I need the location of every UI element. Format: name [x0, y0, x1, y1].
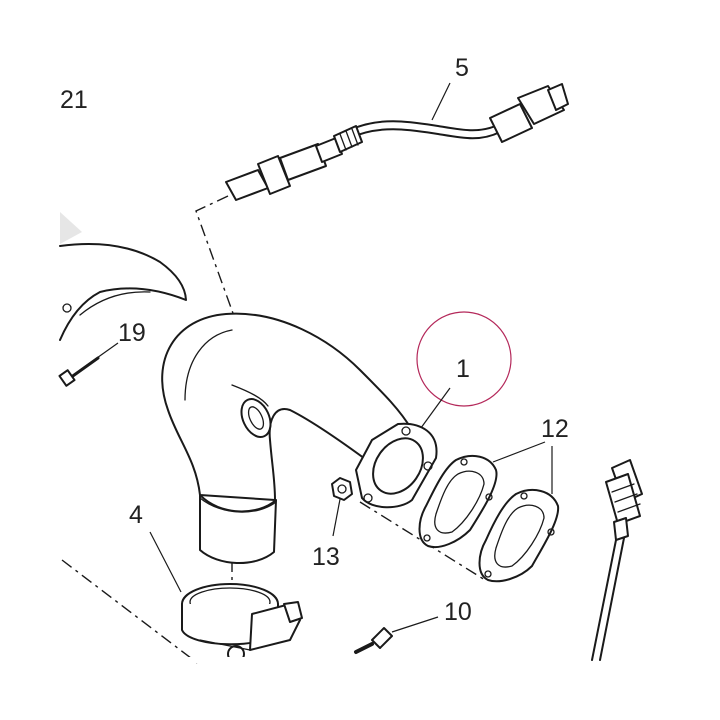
- callout-10: 10: [444, 598, 472, 626]
- highlight-circle: [416, 311, 512, 407]
- callout-12: 12: [541, 415, 569, 443]
- callout-13: 13: [312, 543, 340, 571]
- flange-gasket-1: [418, 454, 498, 548]
- bolt-19: [58, 356, 100, 387]
- oxygen-sensor: [225, 83, 569, 201]
- exhaust-header-pipe: [161, 312, 413, 564]
- callout-1: 1: [456, 355, 470, 383]
- callout-21: 21: [60, 86, 88, 114]
- callout-19: 19: [118, 319, 146, 347]
- nut-13: [331, 477, 353, 501]
- flange-gasket-2: [478, 489, 560, 583]
- frame-fragment: [59, 212, 187, 341]
- callout-4: 4: [129, 501, 143, 529]
- sensor-connector: [591, 459, 643, 661]
- bolt-10: [354, 627, 393, 654]
- callout-5: 5: [455, 54, 469, 82]
- exhaust-clamp: [177, 583, 323, 663]
- pipe-flange: [355, 422, 438, 509]
